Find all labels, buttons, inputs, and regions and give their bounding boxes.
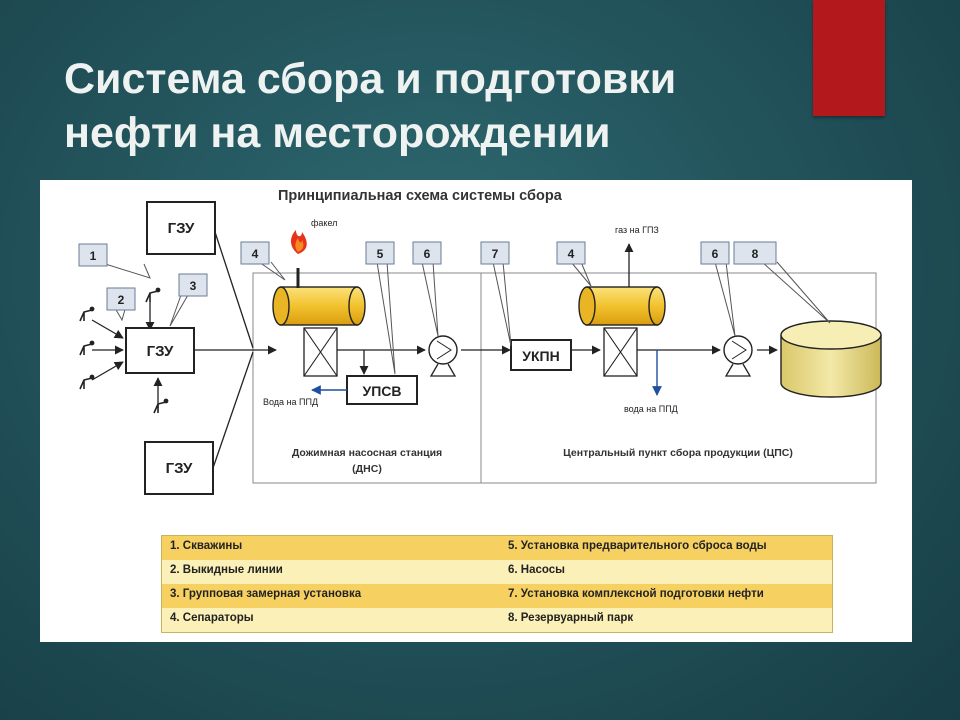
separator-dns xyxy=(272,268,366,377)
legend-item: 7. Установка комплексной подготовки нефт… xyxy=(508,588,764,600)
legend-item: 8. Резервуарный парк xyxy=(508,612,634,624)
legend-row: 4. Сепараторы 8. Резервуарный парк xyxy=(162,608,832,632)
well-icon xyxy=(79,340,95,356)
gzu-main-label: ГЗУ xyxy=(147,343,174,360)
svg-text:6: 6 xyxy=(424,247,431,261)
svg-text:8: 8 xyxy=(752,247,759,261)
callout-label: 6 xyxy=(700,241,730,265)
gzu-main-box xyxy=(125,327,195,374)
legend-item: 5. Установка предварительного сброса вод… xyxy=(508,540,767,552)
legend-item: 3. Групповая замерная установка xyxy=(170,588,362,600)
diagram-heading: Принципиальная схема системы сбора xyxy=(278,188,563,204)
accent-bar xyxy=(813,0,885,116)
flow-lines-dns xyxy=(337,345,511,375)
callout-label: 1 xyxy=(78,243,108,267)
torch-flame-icon xyxy=(291,230,307,254)
callout-label: 4 xyxy=(240,241,270,265)
well-icon xyxy=(153,398,169,414)
ukpn-box xyxy=(510,339,572,371)
water-ppd-cps-label: вода на ППД xyxy=(624,404,678,414)
gzu-top-label: ГЗУ xyxy=(168,220,195,237)
well-icon xyxy=(145,287,161,303)
gzu-bottom-box xyxy=(144,441,214,495)
callout-pointers xyxy=(98,261,831,375)
flow-lines-collector xyxy=(194,231,277,469)
svg-text:1: 1 xyxy=(90,249,97,263)
well-icon xyxy=(79,374,95,390)
gas-to-gpz-label: газ на ГПЗ xyxy=(615,225,659,235)
legend-row: 2. Выкидные линии 6. Насосы xyxy=(162,560,832,584)
dns-label-line-2: (ДНС) xyxy=(352,463,382,475)
upsv-label: УПСВ xyxy=(363,383,402,399)
pump-cps xyxy=(723,335,753,377)
svg-text:4: 4 xyxy=(568,247,575,261)
well-icon xyxy=(79,306,95,322)
separator-cps xyxy=(578,286,666,377)
slide-title-line-1: Система сбора и подготовки xyxy=(64,55,677,103)
oil-gathering-diagram: Принципиальная схема системы сбора xyxy=(40,180,912,642)
slide-title: Система сбора и подготовки нефти на мест… xyxy=(64,52,784,160)
callout-label: 3 xyxy=(178,273,208,297)
svg-text:2: 2 xyxy=(118,293,125,307)
cps-label: Центральный пункт сбора продукции (ЦПС) xyxy=(563,447,793,459)
torch-label: факел xyxy=(311,218,337,228)
water-ppd-dns-label: Вода на ППД xyxy=(263,397,318,407)
svg-text:4: 4 xyxy=(252,247,259,261)
svg-text:5: 5 xyxy=(377,247,384,261)
svg-text:3: 3 xyxy=(190,279,197,293)
gzu-bottom-label: ГЗУ xyxy=(166,460,193,477)
legend-item: 1. Скважины xyxy=(170,540,243,552)
callout-label: 7 xyxy=(480,241,510,265)
callout-label: 8 xyxy=(733,241,777,265)
gzu-top-box xyxy=(146,201,216,255)
svg-text:7: 7 xyxy=(492,247,499,261)
legend-row: 3. Групповая замерная установка 7. Устан… xyxy=(162,584,832,608)
legend-table: 1. Скважины 5. Установка предварительног… xyxy=(161,535,833,633)
tank-farm-icon xyxy=(780,320,882,398)
pump-dns xyxy=(428,335,458,377)
dns-label-line-1: Дожимная насосная станция xyxy=(292,447,442,459)
slide-title-line-2: нефти на месторождении xyxy=(64,109,611,157)
ukpn-label: УКПН xyxy=(522,348,559,364)
svg-text:6: 6 xyxy=(712,247,719,261)
callout-label: 2 xyxy=(106,287,136,311)
legend-item: 4. Сепараторы xyxy=(170,612,254,624)
callout-label: 6 xyxy=(412,241,442,265)
diagram-canvas: Принципиальная схема системы сбора xyxy=(78,188,882,495)
flow-lines-wells xyxy=(91,302,163,408)
callout-label: 5 xyxy=(365,241,395,265)
legend-item: 2. Выкидные линии xyxy=(170,564,283,576)
callout-label: 4 xyxy=(556,241,586,265)
legend-item: 6. Насосы xyxy=(508,564,565,576)
legend-row: 1. Скважины 5. Установка предварительног… xyxy=(162,536,832,560)
